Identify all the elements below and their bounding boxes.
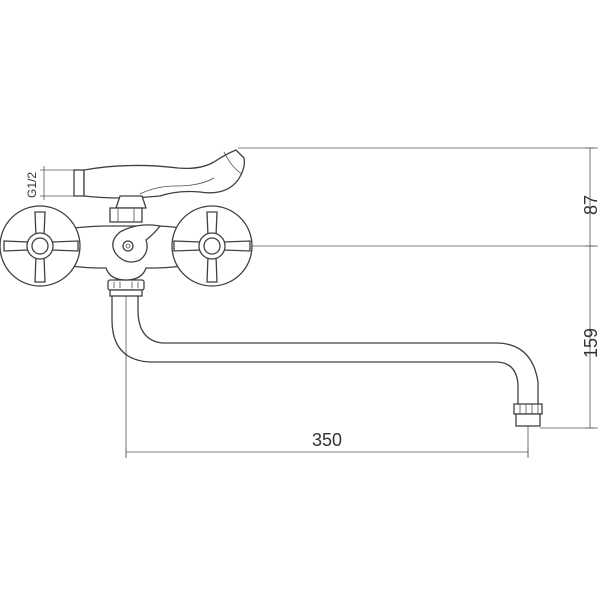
diverter-pin-center — [125, 243, 131, 249]
spout — [107, 279, 543, 427]
dim-label-159: 159 — [581, 328, 600, 358]
right-handle-cap — [203, 237, 221, 255]
lever-tip-detail — [223, 151, 243, 175]
left-handle-arm-right — [51, 240, 79, 252]
lever-stem — [115, 195, 147, 209]
diverter-knob — [112, 224, 162, 263]
spout-outer — [111, 291, 519, 405]
right-handle-arm-bottom — [206, 255, 218, 283]
dim-label-thread: G1/2 — [25, 172, 39, 198]
left-handle-arm-left — [3, 240, 29, 252]
diverter-lever — [73, 149, 246, 223]
left-handle-arm-bottom — [34, 255, 46, 283]
lever-nut — [109, 207, 143, 223]
spout-base-nut — [107, 279, 145, 291]
lever-crease — [139, 177, 215, 195]
dimension-lines — [40, 147, 598, 458]
dimension-labels: 87 159 350 G1/2 — [25, 172, 600, 450]
thread-inlet — [73, 169, 85, 197]
lever-body — [83, 149, 246, 199]
diverter-pin — [122, 240, 134, 252]
dim-label-350: 350 — [312, 430, 342, 450]
spout-base-ring — [109, 289, 143, 297]
dim-label-87: 87 — [581, 195, 600, 215]
right-handle-arm-right — [223, 240, 251, 252]
mixer-body — [47, 224, 207, 281]
spout-inner — [137, 291, 539, 405]
left-handle — [0, 205, 81, 287]
left-handle-cap — [31, 237, 49, 255]
spout-tip-aerator — [515, 413, 541, 427]
right-handle — [171, 205, 253, 287]
right-handle-arm-left — [173, 240, 201, 252]
